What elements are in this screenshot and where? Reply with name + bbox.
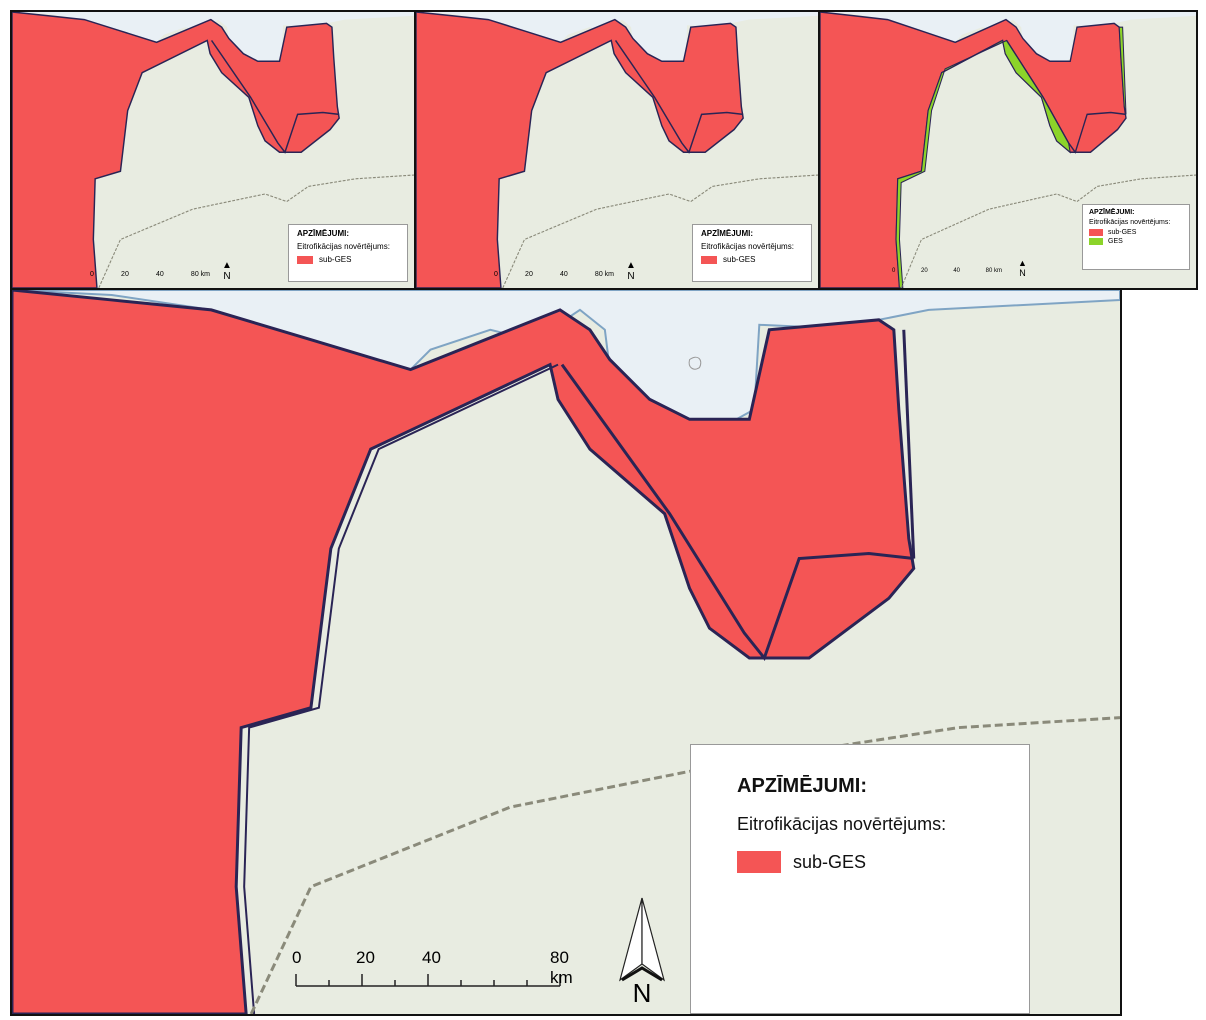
north-arrow: ▲ N xyxy=(222,260,232,282)
sub-ges-zone xyxy=(12,290,916,1014)
map-svg-1 xyxy=(12,12,414,288)
zone-boundary xyxy=(1006,39,1127,154)
north-label: N xyxy=(627,271,635,282)
north-arrow-icon xyxy=(618,897,666,982)
scale-label-20: 20 xyxy=(356,948,375,967)
north-label: N xyxy=(1019,268,1026,278)
scale-bar: 0 20 40 80 km xyxy=(494,271,614,278)
scale-label-80: 80 km xyxy=(550,948,573,987)
legend-label-sub-ges: sub-GES xyxy=(319,255,352,264)
north-arrow: N xyxy=(612,894,672,1009)
scale-label-80: 80 km xyxy=(594,271,614,278)
scale-bar-line xyxy=(295,974,561,987)
zone-boundary-inner xyxy=(243,363,559,1014)
map-svg-2 xyxy=(416,12,818,288)
legend-label-ges: GES xyxy=(1108,238,1123,245)
scale-label-80: 80 km xyxy=(985,268,1002,274)
scale-label-0: 0 xyxy=(90,271,94,278)
sub-ges-zone xyxy=(416,12,744,288)
legend-swatch-sub-ges xyxy=(737,851,781,873)
legend-box: APZĪMĒJUMI: Eitrofikācijas novērtējums: … xyxy=(1082,204,1190,270)
scale-label-20: 20 xyxy=(920,268,928,274)
map-panel-3: APZĪMĒJUMI: Eitrofikācijas novērtējums: … xyxy=(818,10,1198,290)
north-arrow: ▲ N xyxy=(1018,258,1027,278)
legend-subtitle: Eitrofikācijas novērtējums: xyxy=(297,242,390,251)
legend-swatch-ges xyxy=(1089,238,1103,245)
north-label: N xyxy=(632,978,652,1008)
legend-title: APZĪMĒJUMI: xyxy=(1089,209,1135,216)
scale-label-0: 0 xyxy=(494,271,498,278)
zone-boundary-east xyxy=(902,329,916,559)
land-border xyxy=(249,716,1120,1014)
legend-label-sub-ges: sub-GES xyxy=(793,851,867,872)
legend-box: APZĪMĒJUMI: Eitrofikācijas novērtējums: … xyxy=(692,224,812,282)
sub-ges-zone xyxy=(12,12,340,288)
land-border xyxy=(98,174,414,288)
island xyxy=(688,356,702,370)
scale-label-80: 80 km xyxy=(190,271,210,278)
scale-bar: 0 20 40 80 km xyxy=(292,948,592,990)
north-label: N xyxy=(223,271,231,282)
scale-label-40: 40 xyxy=(422,948,441,967)
scale-bar: 0 20 40 80 km xyxy=(90,271,210,278)
map-panel-2: APZĪMĒJUMI: Eitrofikācijas novērtējums: … xyxy=(414,10,820,290)
north-arrow-icon: ▲ xyxy=(626,260,636,271)
zone-boundary xyxy=(210,39,340,154)
legend-title: APZĪMĒJUMI: xyxy=(297,229,349,238)
ges-zone xyxy=(895,39,1071,288)
scale-label-40: 40 xyxy=(559,271,568,278)
zone-boundary xyxy=(614,39,744,154)
legend-label-sub-ges: sub-GES xyxy=(1108,229,1137,236)
scale-label-40: 40 xyxy=(953,268,960,274)
scale-label-40: 40 xyxy=(155,271,164,278)
scale-label-0: 0 xyxy=(292,948,302,967)
north-arrow: ▲ N xyxy=(626,260,636,282)
map-panel-1: APZĪMĒJUMI: Eitrofikācijas novērtējums: … xyxy=(10,10,416,290)
land-border xyxy=(502,174,818,288)
zone-boundary xyxy=(560,363,914,662)
legend-swatch-sub-ges xyxy=(701,255,717,264)
legend-label-sub-ges: sub-GES xyxy=(723,255,756,264)
legend-subtitle: Eitrofikācijas novērtējums: xyxy=(701,242,794,251)
map-panel-main: APZĪMĒJUMI: Eitrofikācijas novērtējums: … xyxy=(10,288,1122,1016)
legend-box: APZĪMĒJUMI: Eitrofikācijas novērtējums: … xyxy=(288,224,408,282)
legend-box: APZĪMĒJUMI: Eitrofikācijas novērtējums: … xyxy=(690,744,1030,1014)
scale-bar: 0 20 40 80 km xyxy=(892,268,1002,274)
scale-label-0: 0 xyxy=(892,268,896,274)
legend-subtitle: Eitrofikācijas novērtējums: xyxy=(737,814,947,834)
ges-zone-east xyxy=(1118,26,1127,115)
north-arrow-icon: ▲ xyxy=(222,260,232,271)
north-arrow-icon: ▲ xyxy=(1018,258,1027,268)
legend-subtitle: Eitrofikācijas novērtējums: xyxy=(1089,219,1171,226)
legend-swatch-sub-ges xyxy=(1089,229,1103,236)
legend-title: APZĪMĒJUMI: xyxy=(701,229,753,238)
legend-title: APZĪMĒJUMI: xyxy=(737,775,867,797)
scale-label-20: 20 xyxy=(525,271,533,278)
legend-swatch-sub-ges xyxy=(297,255,313,264)
land-border xyxy=(900,174,1196,288)
scale-label-20: 20 xyxy=(121,271,129,278)
